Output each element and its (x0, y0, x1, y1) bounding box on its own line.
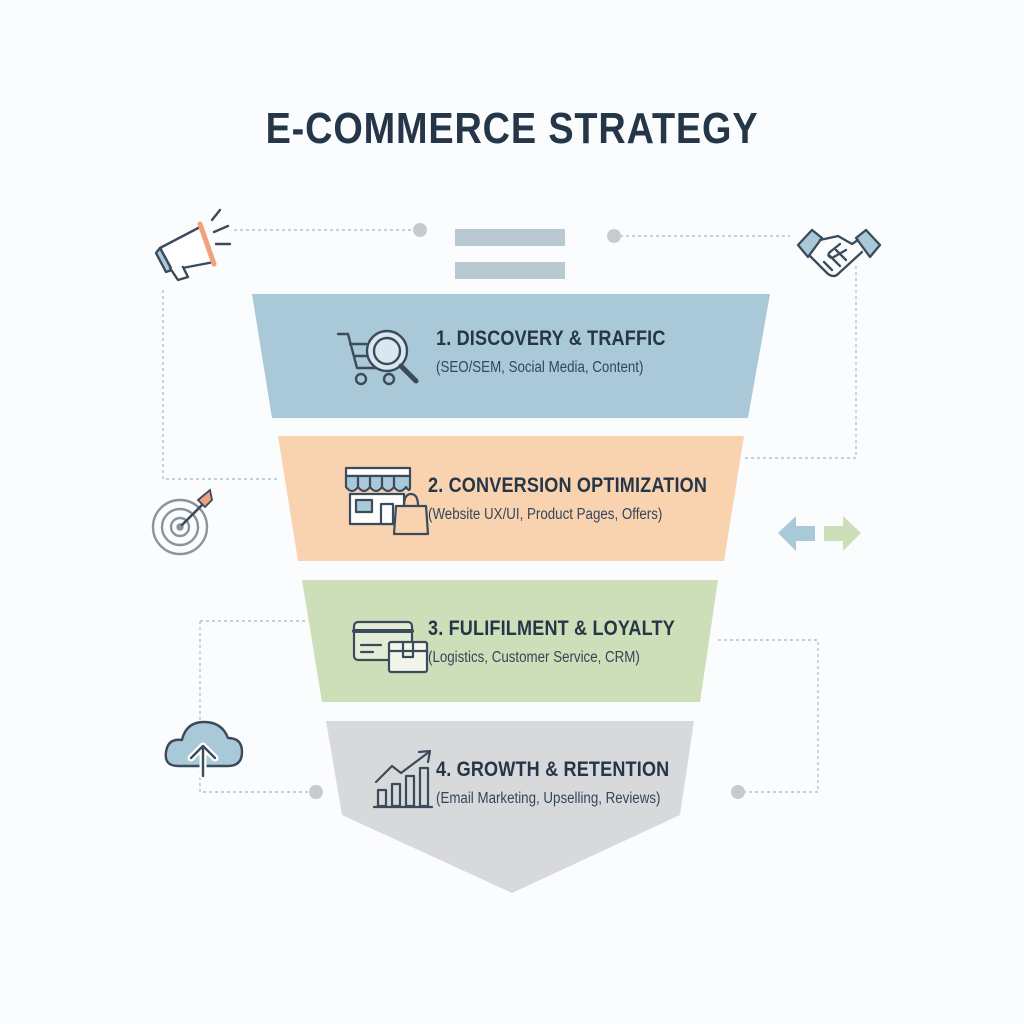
connector-dots (309, 223, 745, 799)
cloud-upload-icon (164, 720, 244, 780)
megaphone-icon (154, 208, 232, 282)
connector-right-lower (718, 639, 819, 793)
connector-right-upper (744, 266, 857, 459)
stage-subtitle: (SEO/SEM, Social Media, Content) (436, 359, 644, 376)
stage-subtitle: (Email Marketing, Upselling, Reviews) (436, 790, 661, 807)
cart-magnifier-icon (336, 329, 419, 386)
storefront-bag-icon (344, 466, 430, 536)
connector-dot (607, 229, 621, 243)
stage-title: 3. FULIFILMENT & LOYALTY (428, 617, 675, 640)
card-package-icon (352, 620, 429, 674)
connector-dot (309, 785, 323, 799)
stage-title: 4. GROWTH & RETENTION (436, 758, 670, 781)
connector-left-upper (162, 290, 280, 480)
bidirectional-arrows-icon (778, 516, 861, 551)
top-bar (455, 262, 565, 279)
target-icon (151, 488, 213, 556)
connector-dot (731, 785, 745, 799)
stage-title: 2. CONVERSION OPTIMIZATION (428, 474, 708, 497)
connector-left-lower (199, 620, 314, 793)
growth-chart-icon (372, 749, 434, 809)
stage-conversion-text: 2. CONVERSION OPTIMIZATION (Website UX/U… (428, 474, 768, 524)
top-bar (455, 229, 565, 246)
connector-dot (413, 223, 427, 237)
funnel-stage-discovery (252, 294, 770, 418)
connector-lines (162, 229, 857, 793)
stage-title: 1. DISCOVERY & TRAFFIC (436, 327, 666, 350)
stage-growth-text: 4. GROWTH & RETENTION (Email Marketing, … (436, 758, 776, 808)
stage-fulfilment-text: 3. FULIFILMENT & LOYALTY (Logistics, Cus… (428, 617, 768, 667)
funnel-stage-growth (326, 721, 694, 893)
stage-subtitle: (Website UX/UI, Product Pages, Offers) (428, 506, 663, 523)
stage-discovery-text: 1. DISCOVERY & TRAFFIC (SEO/SEM, Social … (436, 327, 776, 377)
stage-subtitle: (Logistics, Customer Service, CRM) (428, 649, 640, 666)
page-title: E-COMMERCE STRATEGY (265, 104, 759, 153)
handshake-icon (796, 228, 882, 278)
